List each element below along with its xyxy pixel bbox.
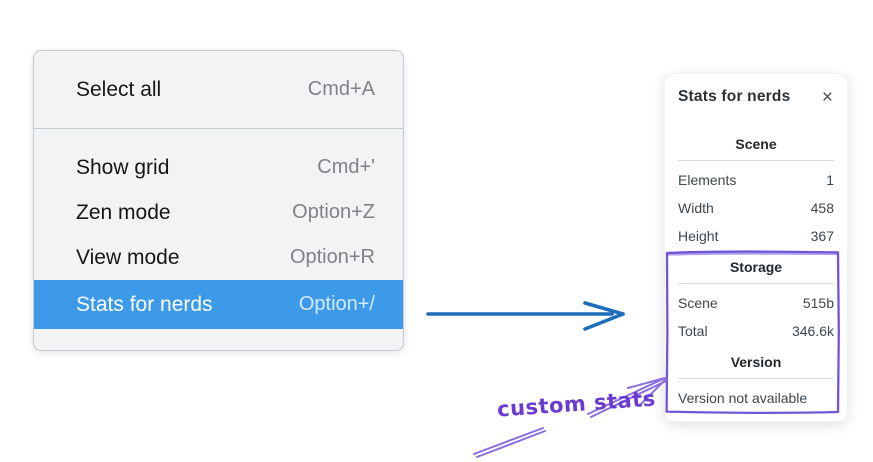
stat-label: Scene	[678, 295, 718, 311]
menu-item-select-all[interactable]: Select all Cmd+A	[34, 67, 403, 112]
section-header-scene: Scene	[735, 136, 777, 152]
stat-value: 1	[826, 172, 834, 188]
stat-label: Width	[678, 200, 714, 216]
menu-item-label: Stats for nerds	[76, 292, 213, 316]
menu-item-shortcut: Cmd+'	[317, 156, 375, 178]
stat-row-height: Height 367	[678, 222, 834, 250]
menu-separator	[34, 128, 403, 129]
stat-row-scene-storage: Scene 515b	[678, 289, 834, 317]
close-icon[interactable]: ×	[821, 86, 833, 108]
arrow-menu-to-panel	[426, 301, 625, 331]
divider	[678, 378, 834, 379]
menu-item-shortcut: Option+/	[298, 293, 375, 315]
menu-item-stats-for-nerds[interactable]: Stats for nerds Option+/	[34, 280, 403, 329]
section-header-storage: Storage	[729, 259, 783, 275]
stat-value: 346.6k	[791, 323, 834, 339]
stats-panel-title: Stats for nerds	[678, 88, 791, 105]
menu-item-shortcut: Cmd+A	[307, 78, 375, 100]
stat-row-total-storage: Total 346.6k	[678, 317, 834, 345]
stat-row-width: Width 458	[678, 194, 834, 222]
menu-section-top: Select all Cmd+A	[34, 51, 403, 128]
menu-item-shortcut: Option+R	[289, 246, 375, 268]
menu-item-label: Show grid	[76, 155, 170, 179]
divider	[678, 283, 834, 284]
stat-value: 367	[810, 228, 834, 244]
menu-item-label: Select all	[76, 77, 162, 101]
stat-label: Elements	[678, 172, 737, 188]
context-menu: Select all Cmd+A Show grid Cmd+' Zen mod…	[33, 50, 404, 351]
stat-value: 515b	[802, 295, 834, 311]
divider	[678, 160, 834, 161]
stat-row-elements: Elements 1	[678, 166, 834, 194]
section-header-version: Version	[730, 354, 782, 370]
stats-panel-header: Stats for nerds ×	[678, 86, 834, 108]
menu-item-shortcut: Option+Z	[292, 201, 375, 223]
stat-label: Total	[678, 323, 708, 339]
version-note: Version not available	[678, 390, 808, 406]
stat-value: 458	[810, 200, 834, 216]
custom-stats-annotation-label: custom stats	[496, 386, 657, 422]
menu-item-view-mode[interactable]: View mode Option+R	[34, 235, 403, 280]
menu-item-show-grid[interactable]: Show grid Cmd+'	[34, 145, 403, 190]
menu-item-zen-mode[interactable]: Zen mode Option+Z	[34, 190, 403, 235]
menu-section-bottom: Show grid Cmd+' Zen mode Option+Z View m…	[34, 129, 403, 350]
annotation-stroke	[473, 427, 546, 458]
stats-panel: Stats for nerds × Scene Elements 1 Width…	[664, 73, 848, 422]
menu-item-label: Zen mode	[76, 200, 171, 224]
stat-label: Height	[678, 228, 719, 244]
menu-item-label: View mode	[76, 245, 180, 269]
